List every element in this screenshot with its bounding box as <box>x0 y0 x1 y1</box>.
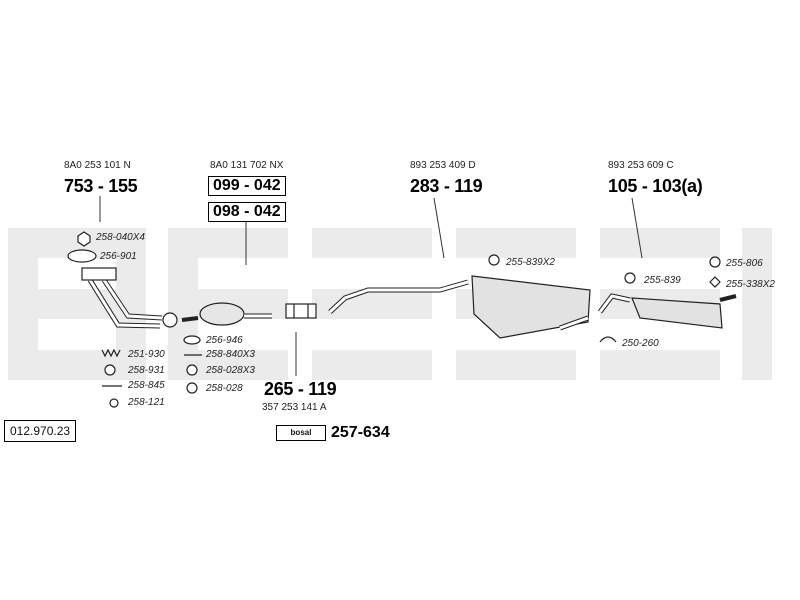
part-number-283-119[interactable]: 283 - 119 <box>410 176 483 196</box>
accessory-label: 255-839 <box>644 275 681 286</box>
oem-number-1: 8A0 253 101 N <box>64 160 131 171</box>
oem-number-2: 8A0 131 702 NX <box>210 160 284 171</box>
part-number-265-119[interactable]: 265 - 119 <box>264 379 337 399</box>
center-silencer <box>328 275 591 339</box>
accessory-icons <box>67 231 721 408</box>
accessory-label: 258-121 <box>128 397 165 408</box>
oem-number-3: 893 253 409 D <box>410 160 476 171</box>
accessory-label: 255-806 <box>726 258 763 269</box>
oem-number-middle: 357 253 141 A <box>262 402 327 413</box>
part-number-753-155[interactable]: 753 - 155 <box>64 176 138 196</box>
clamp-icon <box>599 336 617 343</box>
gasket-icon <box>183 335 201 345</box>
ring-icon <box>104 364 116 376</box>
front-pipe <box>81 267 178 329</box>
accessory-label: 258-840X3 <box>206 349 255 360</box>
accessory-label: 258-845 <box>128 380 165 391</box>
spring-icon <box>101 348 121 358</box>
accessory-label: 251-930 <box>128 349 165 360</box>
accessory-label: 256-946 <box>206 335 243 346</box>
part-number-098-042[interactable]: 098 - 042 <box>208 202 286 222</box>
nut-icon <box>186 364 198 376</box>
leader-lines <box>99 196 643 376</box>
part-number-099-042[interactable]: 099 - 042 <box>208 176 286 196</box>
accessory-label: 256-901 <box>100 251 137 262</box>
rubber-mount-icon <box>624 272 636 284</box>
bracket-icon <box>709 276 721 288</box>
accessory-label: 258-028X3 <box>206 365 255 376</box>
accessory-label: 255-839X2 <box>506 257 555 268</box>
rubber-mount-icon <box>709 256 721 268</box>
brand-logo-box: bosal <box>276 425 326 441</box>
washer-icon <box>109 398 119 408</box>
accessory-label: 255-338X2 <box>726 279 775 290</box>
diagram-reference: 012.970.23 <box>4 420 77 442</box>
part-number-105-103a[interactable]: 105 - 103(a) <box>608 176 703 196</box>
accessory-label: 258-931 <box>128 365 165 376</box>
catalytic-converter <box>181 302 272 326</box>
part-number-257-634[interactable]: 257-634 <box>331 424 390 441</box>
accessory-label: 258-028 <box>206 383 243 394</box>
gasket-icon <box>67 249 97 263</box>
accessory-label: 258-040X4 <box>96 232 145 243</box>
accessory-label: 250-260 <box>622 338 659 349</box>
rear-silencer <box>598 293 737 329</box>
rubber-mount-icon <box>488 254 500 266</box>
nut-icon <box>186 382 198 394</box>
middle-connector <box>285 303 317 319</box>
nut-icon <box>77 231 91 247</box>
oem-number-4: 893 253 609 C <box>608 160 674 171</box>
